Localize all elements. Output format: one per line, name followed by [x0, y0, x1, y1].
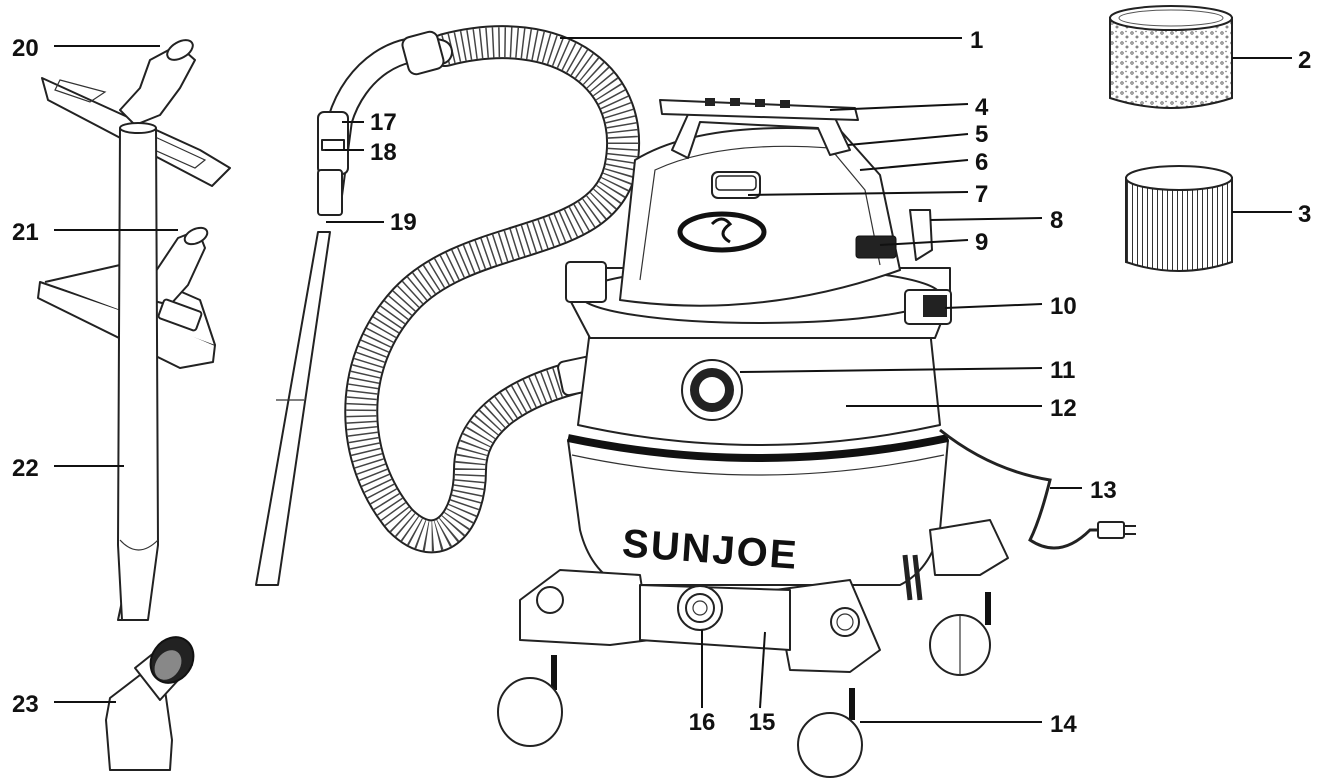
crevice-tool — [117, 122, 159, 621]
callout-number-9: 9 — [975, 229, 988, 256]
callout-leader-4 — [829, 103, 969, 111]
callout-number-15: 15 — [749, 709, 776, 736]
callout-number-1: 1 — [970, 27, 983, 54]
curved-wand — [317, 30, 453, 216]
foam-filter — [1109, 5, 1233, 109]
callout-number-22: 22 — [12, 455, 39, 482]
callout-leader-8 — [929, 217, 1043, 221]
dusting-brush — [105, 636, 195, 771]
callout-number-11: 11 — [1050, 357, 1075, 384]
callout-number-18: 18 — [370, 139, 397, 166]
callout-number-12: 12 — [1050, 395, 1077, 422]
callout-number-5: 5 — [975, 121, 988, 148]
callout-number-3: 3 — [1298, 201, 1311, 228]
vacuum-body — [497, 98, 1136, 778]
callout-number-20: 20 — [12, 35, 39, 62]
callout-leader-10 — [944, 303, 1043, 309]
callout-number-7: 7 — [975, 181, 988, 208]
cartridge-filter — [1125, 165, 1233, 272]
callout-number-17: 17 — [370, 109, 397, 136]
callout-number-19: 19 — [390, 209, 417, 236]
callout-leader-7 — [747, 191, 969, 196]
callout-number-10: 10 — [1050, 293, 1077, 320]
callout-number-21: 21 — [12, 219, 39, 246]
callout-number-8: 8 — [1050, 207, 1063, 234]
callout-leader-11 — [739, 367, 1043, 373]
callout-number-13: 13 — [1090, 477, 1117, 504]
callout-number-23: 23 — [12, 691, 39, 718]
extension-wand — [255, 231, 331, 586]
callout-leader-15 — [759, 631, 766, 709]
callout-leader-9 — [879, 239, 969, 246]
callout-number-14: 14 — [1050, 711, 1077, 738]
callout-number-4: 4 — [975, 94, 989, 121]
callout-leader-5 — [847, 133, 969, 146]
callout-leader-6 — [859, 159, 969, 171]
hose — [344, 25, 641, 554]
caster-wheels — [497, 592, 991, 778]
callout-number-6: 6 — [975, 149, 988, 176]
callout-number-2: 2 — [1298, 47, 1311, 74]
callout-number-16: 16 — [689, 709, 716, 736]
